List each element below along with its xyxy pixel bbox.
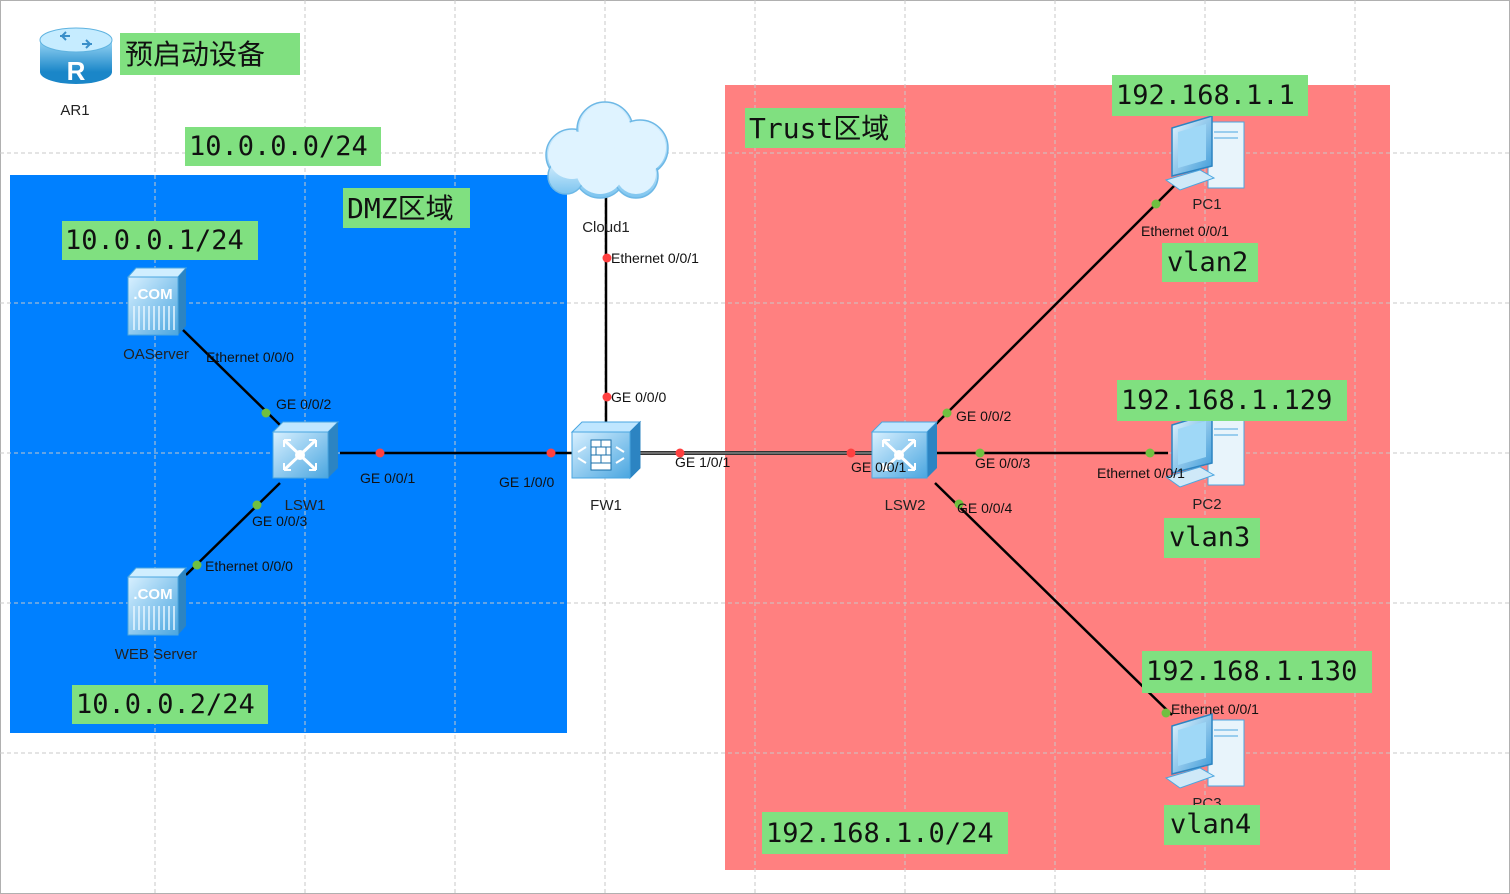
port-label: GE 1/0/0 — [499, 474, 554, 490]
router-badge: R — [67, 56, 86, 86]
lsw1-device[interactable]: LSW1 — [271, 421, 340, 514]
server-badge: .COM — [133, 286, 172, 303]
port-label: Ethernet 0/0/0 — [206, 349, 294, 365]
port-label: GE 0/0/2 — [276, 396, 331, 412]
oa-server-device[interactable]: .COM OAServer — [123, 267, 189, 363]
ar1-label: AR1 — [60, 102, 89, 119]
port-label: Ethernet 0/0/1 — [611, 250, 699, 266]
dmz-subnet-text: 10.0.0.0/24 — [189, 131, 368, 162]
pc2-ip-text: 192.168.1.129 — [1121, 385, 1332, 416]
pc2-vlan-tag: vlan3 — [1164, 518, 1260, 558]
oa-ip-tag: 10.0.0.1/24 — [62, 221, 258, 260]
preboot-tag: 预启动设备 — [120, 33, 300, 75]
link-lsw2-pc3 — [934, 482, 1173, 716]
trust-zone-tag: Trust区域 — [745, 108, 905, 148]
port-label: Ethernet 0/0/1 — [1141, 223, 1229, 239]
lsw2-device[interactable]: LSW2 — [870, 421, 939, 514]
fw1-label: FW1 — [590, 497, 622, 514]
port-label: GE 0/0/2 — [956, 408, 1011, 424]
lsw2-label: LSW2 — [885, 497, 926, 514]
port-label: Ethernet 0/0/1 — [1171, 701, 1259, 717]
pc3-ip-text: 192.168.1.130 — [1146, 656, 1357, 687]
server-icon: .COM — [126, 267, 188, 336]
trust-subnet-tag: 192.168.1.0/24 — [762, 812, 1008, 854]
pc-icon — [1164, 411, 1245, 488]
pc1-device[interactable]: PC1 — [1164, 114, 1245, 213]
ar1-device[interactable]: R AR1 — [39, 27, 113, 119]
oa-server-label: OAServer — [123, 346, 189, 363]
port-label: Ethernet 0/0/1 — [1097, 465, 1185, 481]
pc1-label: PC1 — [1192, 196, 1221, 213]
pc2-device[interactable]: PC2 — [1164, 411, 1245, 513]
pc-icon — [1164, 114, 1245, 191]
switch-icon — [870, 421, 939, 479]
preboot-text: 预启动设备 — [125, 39, 265, 70]
web-ip-text: 10.0.0.2/24 — [76, 689, 255, 720]
pc1-vlan-text: vlan2 — [1167, 247, 1248, 278]
port-label: GE 0/0/1 — [360, 470, 415, 486]
link-lsw2-pc1 — [934, 179, 1181, 426]
trust-zone-text: Trust区域 — [749, 112, 889, 145]
pc1-ip-tag: 192.168.1.1 — [1112, 75, 1308, 116]
pc3-vlan-text: vlan4 — [1170, 809, 1251, 840]
fw1-device[interactable]: FW1 — [570, 420, 642, 514]
pc1-vlan-tag: vlan2 — [1162, 243, 1258, 282]
text-tags: 预启动设备 10.0.0.0/24 DMZ区域 10.0.0.1/24 10.0… — [62, 33, 1372, 854]
port-label: GE 0/0/4 — [957, 500, 1012, 516]
server-icon: .COM — [126, 567, 188, 636]
pc-icon — [1164, 712, 1245, 789]
firewall-icon — [570, 420, 642, 480]
pc1-ip-text: 192.168.1.1 — [1116, 80, 1295, 111]
cloud1-device[interactable]: Cloud1 — [545, 101, 669, 236]
pc3-device[interactable]: PC3 — [1164, 712, 1245, 812]
web-ip-tag: 10.0.0.2/24 — [72, 685, 268, 724]
cloud1-label: Cloud1 — [582, 219, 630, 236]
port-label: GE 0/0/0 — [611, 389, 666, 405]
dmz-zone-tag: DMZ区域 — [343, 188, 470, 228]
pc3-ip-tag: 192.168.1.130 — [1142, 651, 1372, 693]
pc3-vlan-tag: vlan4 — [1164, 805, 1260, 845]
trust-subnet-text: 192.168.1.0/24 — [766, 818, 994, 849]
port-label: Ethernet 0/0/0 — [205, 558, 293, 574]
port-label: GE 1/0/1 — [675, 454, 730, 470]
port-label: GE 0/0/1 — [851, 459, 906, 475]
pc2-label: PC2 — [1192, 496, 1221, 513]
lsw1-label: LSW1 — [285, 497, 326, 514]
pc2-ip-tag: 192.168.1.129 — [1117, 380, 1347, 421]
port-labels: Ethernet 0/0/1 GE 0/0/0 GE 1/0/0 GE 1/0/… — [205, 223, 1259, 717]
dmz-subnet-tag: 10.0.0.0/24 — [185, 127, 381, 166]
trust-zone — [725, 85, 1390, 870]
port-dots — [192, 199, 1171, 718]
port-label: GE 0/0/3 — [252, 513, 307, 529]
oa-ip-text: 10.0.0.1/24 — [65, 225, 244, 256]
dmz-zone-text: DMZ区域 — [347, 192, 454, 225]
port-label: GE 0/0/3 — [975, 455, 1030, 471]
pc2-vlan-text: vlan3 — [1169, 522, 1250, 553]
web-server-device[interactable]: .COM WEB Server — [115, 567, 198, 663]
router-icon: R — [39, 27, 113, 86]
server-badge: .COM — [133, 586, 172, 603]
switch-icon — [271, 421, 340, 479]
web-server-label: WEB Server — [115, 646, 198, 663]
link-lsw1-webserver — [185, 482, 281, 576]
